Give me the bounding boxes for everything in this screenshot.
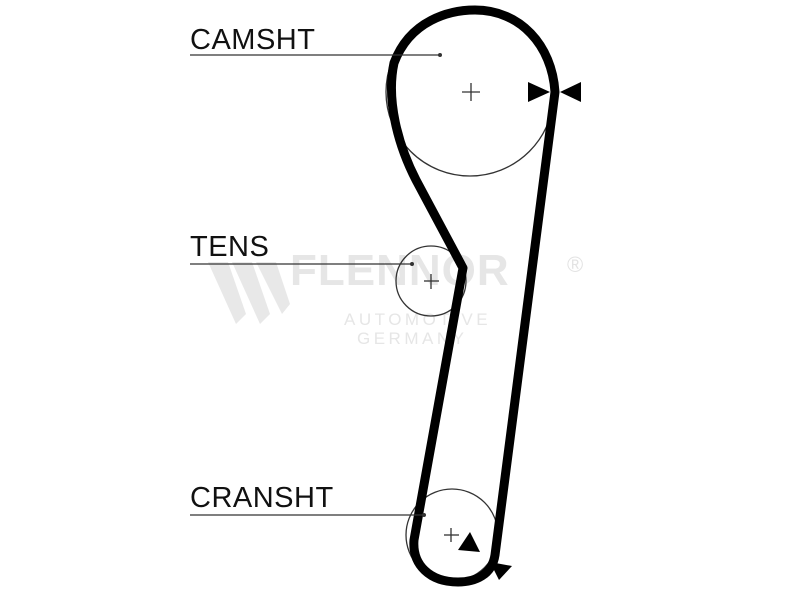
tensioner-label: TENS xyxy=(190,231,270,263)
watermark-registered-mark: ® xyxy=(567,252,584,277)
camshaft-leader-dot xyxy=(438,53,442,57)
tensioner-pulley xyxy=(395,245,467,317)
timing-belt xyxy=(387,5,560,587)
watermark-brand: FLENNOR xyxy=(290,246,510,295)
crankshaft-label: CRANSHT xyxy=(190,482,334,514)
crankshaft-leader-dot xyxy=(422,513,426,517)
tensioner-leader-dot xyxy=(410,262,414,266)
crankshaft-center-mark xyxy=(444,528,459,542)
camshaft-center-mark xyxy=(462,83,480,101)
crankshaft-timing-mark-icon xyxy=(458,532,512,580)
camshaft-label: CAMSHT xyxy=(190,24,316,56)
camshaft-timing-mark-icon xyxy=(528,82,581,102)
watermark-line-2: GERMANY xyxy=(357,329,468,348)
tensioner-center-mark xyxy=(424,274,439,289)
